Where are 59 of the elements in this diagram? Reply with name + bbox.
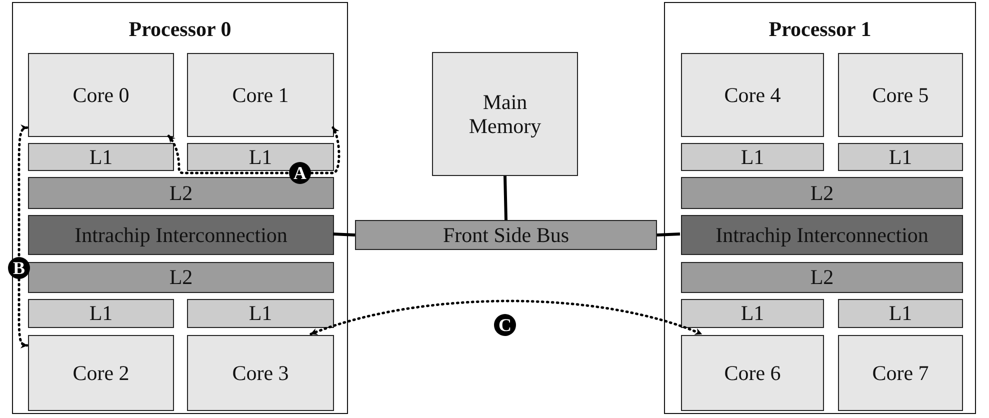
- connector-line: [504, 176, 508, 220]
- box-label: Core 4: [724, 82, 781, 108]
- core-box: [681, 335, 824, 411]
- box-label: L1: [740, 301, 764, 326]
- box-label: L2: [169, 180, 193, 206]
- core-box: [838, 335, 963, 411]
- cache-box: [838, 299, 963, 328]
- box-label: L2: [169, 265, 193, 290]
- edge-label: B: [8, 257, 30, 279]
- cache-box: [681, 262, 963, 293]
- box-label: Core 1: [232, 82, 289, 108]
- cache-box: [681, 299, 824, 328]
- cache-box: [681, 177, 963, 209]
- edge-label: C: [494, 314, 516, 336]
- processor-box: [12, 2, 348, 414]
- box-label: Intrachip Interconnection: [716, 222, 928, 248]
- box-label: Front Side Bus: [442, 222, 570, 248]
- dotted-arrow: [310, 300, 703, 336]
- processor-box: [664, 2, 976, 414]
- box-label: Core 7: [872, 360, 929, 386]
- box-label: Intrachip Interconnection: [74, 222, 288, 248]
- box-label: L1: [888, 301, 912, 326]
- core-box: [28, 335, 174, 411]
- box-label: L2: [810, 265, 834, 290]
- box-label: Core 2: [72, 360, 130, 386]
- core-box: [28, 53, 174, 137]
- box-label: L1: [89, 301, 113, 326]
- box-label: L1: [888, 144, 912, 170]
- box-label: L1: [248, 301, 272, 326]
- box-label: L1: [248, 144, 272, 170]
- cache-box: [838, 143, 963, 171]
- box-label: L2: [810, 180, 834, 206]
- box-label: Core 5: [872, 82, 929, 108]
- cache-box: [187, 299, 334, 328]
- core-box: [187, 53, 334, 137]
- box-label: L1: [740, 144, 764, 170]
- processor-title: Processor 0: [128, 17, 232, 42]
- cache-box: [681, 143, 824, 171]
- box-label: Core 0: [72, 82, 130, 108]
- core-box: [187, 335, 334, 411]
- box-label: Core 3: [232, 360, 289, 386]
- core-box: [681, 53, 824, 137]
- dotted-arrow: [167, 126, 340, 174]
- cache-box: [28, 299, 174, 328]
- connector-line: [332, 232, 356, 236]
- processor-title: Processor 1: [768, 17, 872, 42]
- box-label: Core 6: [724, 360, 781, 386]
- memory-box: [432, 52, 578, 176]
- bus-bar: [355, 220, 657, 250]
- cache-box: [28, 177, 334, 209]
- box-label: Main Memory: [468, 90, 542, 138]
- cache-box: [28, 262, 334, 293]
- interconnect-bar: [28, 215, 334, 255]
- box-label: L1: [89, 144, 113, 170]
- cache-box: [28, 143, 174, 171]
- connector-line: [656, 232, 680, 236]
- interconnect-bar: [681, 215, 963, 255]
- dotted-arrow: [18, 125, 28, 348]
- core-box: [838, 53, 963, 137]
